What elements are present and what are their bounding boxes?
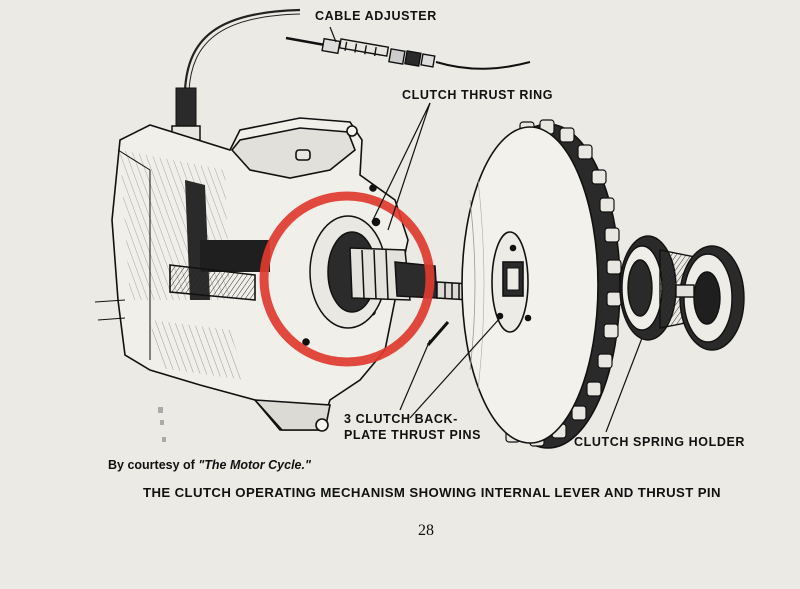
credit-prefix: By courtesy of (108, 458, 195, 472)
label-clutch-spring-holder: CLUTCH SPRING HOLDER (574, 435, 746, 449)
clutch-chainwheel (461, 119, 622, 449)
highlight-circle (259, 191, 435, 367)
page-number: 28 (418, 522, 434, 539)
leader-lines (329, 26, 643, 433)
label-clutch-thrust-ring: CLUTCH THRUST RING (402, 88, 554, 102)
thrust-pin-part (426, 321, 450, 346)
credit-line: By courtesy of "The Motor Cycle." (108, 458, 311, 472)
figure-caption: THE CLUTCH OPERATING MECHANISM SHOWING I… (143, 485, 721, 500)
label-cable-adjuster: CABLE ADJUSTER (315, 9, 437, 23)
credit-source: "The Motor Cycle." (198, 458, 311, 472)
label-backplate-pins-line1: 3 CLUTCH BACK- (344, 412, 458, 426)
thrust-ring-assembly (309, 215, 471, 329)
clutch-spring-holder-part (619, 235, 745, 351)
label-backplate-pins-line2: PLATE THRUST PINS (344, 428, 482, 442)
cable-adjuster-part (285, 36, 531, 70)
margin-marks (158, 407, 166, 442)
